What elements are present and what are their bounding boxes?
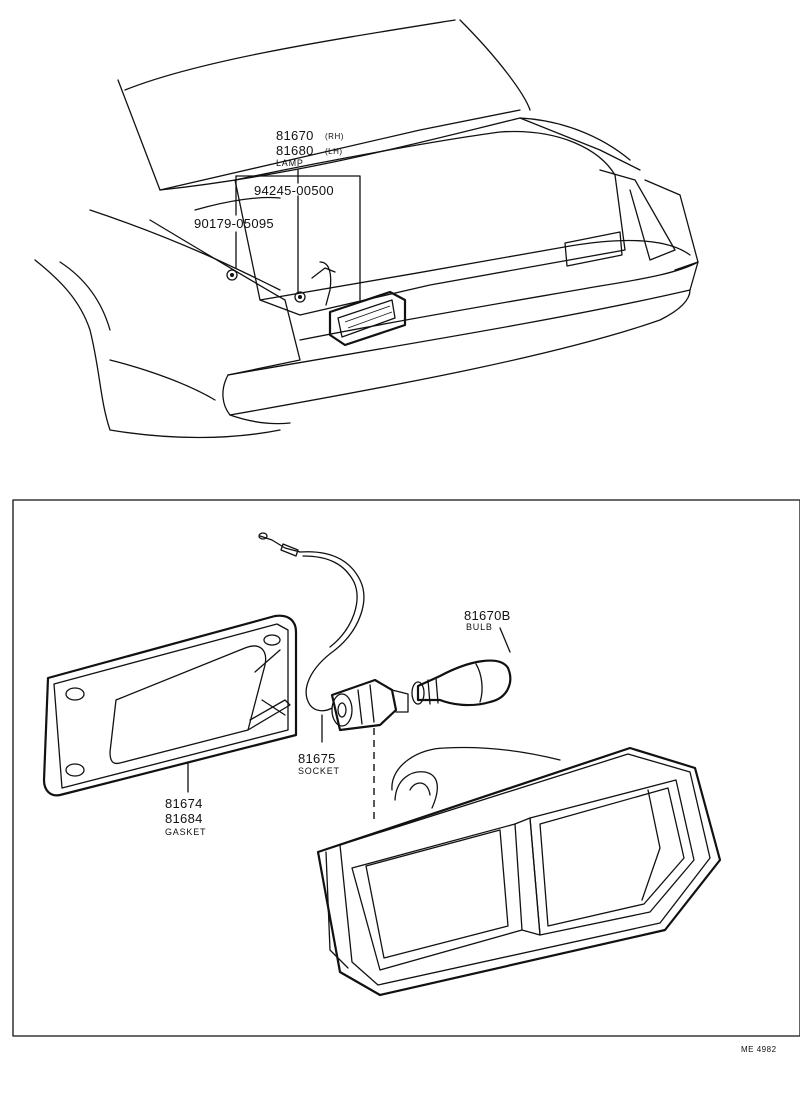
lamp-part-number-rh: 81670 — [276, 128, 314, 143]
exploded-view-frame — [12, 499, 800, 1037]
bulb-part-number: 81670B — [464, 608, 511, 623]
gasket-label: GASKET — [165, 827, 207, 837]
nut-part-number: 90179-05095 — [194, 216, 274, 231]
bulb-label: BULB — [466, 622, 493, 632]
lamp-label: LAMP — [276, 158, 304, 168]
lamp-part-number-lh: 81680 — [276, 143, 314, 158]
socket-drawing — [258, 532, 409, 822]
gasket-part-number-b: 81684 — [165, 811, 203, 826]
lamp-side-lh: (LH) — [325, 147, 343, 156]
gasket-drawing — [42, 614, 298, 797]
socket-part-number: 81675 — [298, 751, 336, 766]
lamp-assembly-drawing — [316, 746, 722, 997]
gasket-part-number-a: 81674 — [165, 796, 203, 811]
bulb-drawing — [411, 627, 512, 707]
lamp-side-rh: (RH) — [325, 132, 344, 141]
car-rear-illustration — [34, 19, 699, 439]
figure-code: ME 4982 — [741, 1045, 777, 1054]
screw-part-number: 94245-00500 — [254, 183, 334, 198]
socket-label: SOCKET — [298, 766, 340, 776]
